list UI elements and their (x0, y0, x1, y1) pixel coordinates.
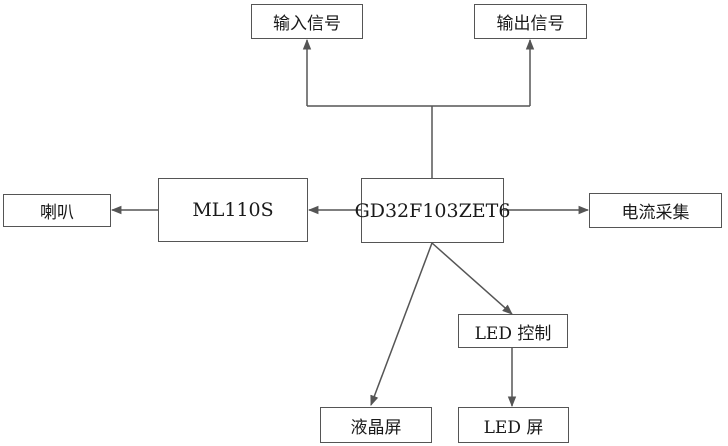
node-led-control: LED 控制 (458, 314, 568, 348)
node-current-sampling: 电流采集 (589, 193, 722, 228)
node-speaker: 喇叭 (3, 194, 111, 227)
node-input-signal: 输入信号 (251, 4, 363, 39)
node-output-signal: 输出信号 (474, 4, 587, 39)
node-lcd-screen: 液晶屏 (320, 407, 432, 443)
edge-mcu-to-led-control (431, 242, 513, 315)
edge-mcu-to-lcd (370, 242, 433, 406)
node-mcu: GD32F103ZET6 (355, 178, 510, 243)
node-led-screen: LED 屏 (458, 407, 569, 443)
node-ml110s: ML110S (158, 178, 308, 242)
